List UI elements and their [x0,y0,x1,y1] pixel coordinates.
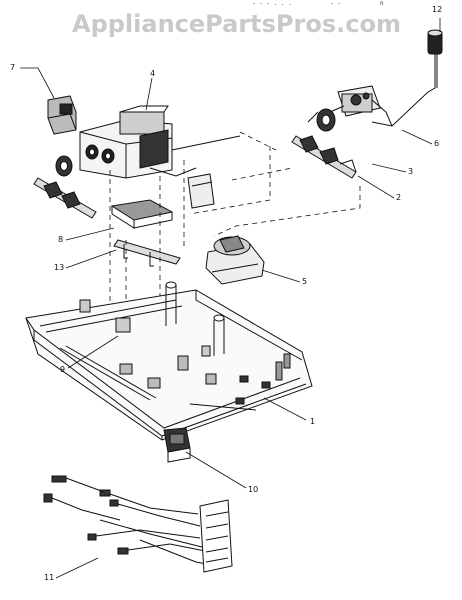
callout-5: 5 [302,277,308,286]
actuator-piece [187,173,215,209]
callout-13: 13 [54,263,65,272]
part-7-block [47,95,77,135]
part-2-bracket [291,135,357,179]
top-fragment-3: n [380,0,384,7]
callout-9: 9 [60,365,66,374]
callout-3: 3 [408,167,414,176]
callout-11: 11 [44,573,55,582]
callout-1: 1 [310,417,316,426]
part-13-rail [113,239,181,267]
part-3-gear [307,108,336,132]
part-1-base [25,281,313,441]
callout-7: 7 [10,63,16,72]
callout-6: 6 [434,139,440,148]
part-10-switch [163,427,191,463]
callout-4: 4 [150,69,156,78]
part-6-timer [329,85,393,127]
callout-2: 2 [396,193,402,202]
part-11-harness [43,475,233,573]
watermark: AppliancePartsPros.com [72,10,401,38]
part-8-pad [110,199,174,229]
left-bracket [33,177,97,219]
callout-12: 12 [432,5,443,14]
part-12-sensor [371,29,443,127]
left-gear [55,155,73,177]
callout-10: 10 [248,485,259,494]
top-fragment-1: - - - . . . [252,0,292,7]
callout-leaders [20,18,441,579]
callout-8: 8 [58,235,64,244]
part-5-damper [205,235,265,285]
top-fragment-2: - - [330,0,341,7]
part-4-housing [79,105,241,179]
